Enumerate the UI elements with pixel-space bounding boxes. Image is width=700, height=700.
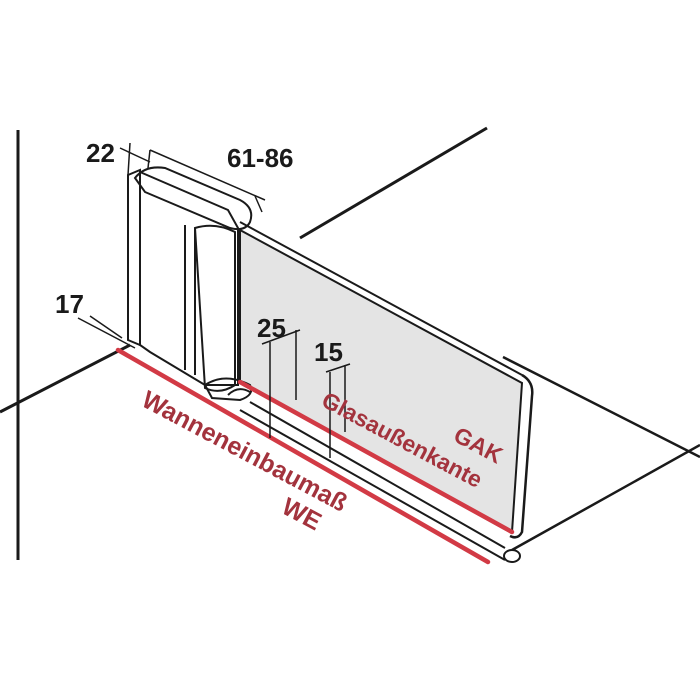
tub-width-line <box>115 347 491 565</box>
dim-25-label: 25 <box>257 313 286 343</box>
dim-61-86-label: 61-86 <box>227 143 294 173</box>
dimension-15: 15 <box>314 337 351 458</box>
room-outline <box>0 126 700 560</box>
dimension-61-86: 61-86 <box>149 143 294 213</box>
dimension-25: 25 <box>257 313 301 438</box>
glass-edge-line <box>237 379 515 535</box>
dim-15-label: 15 <box>314 337 343 367</box>
dimension-22: 22 <box>86 138 151 176</box>
dim-17-label: 17 <box>55 289 84 319</box>
dimension-17: 17 <box>55 289 136 349</box>
glass-panel <box>239 221 534 539</box>
wall-profile <box>127 166 253 402</box>
dim-22-label: 22 <box>86 138 115 168</box>
